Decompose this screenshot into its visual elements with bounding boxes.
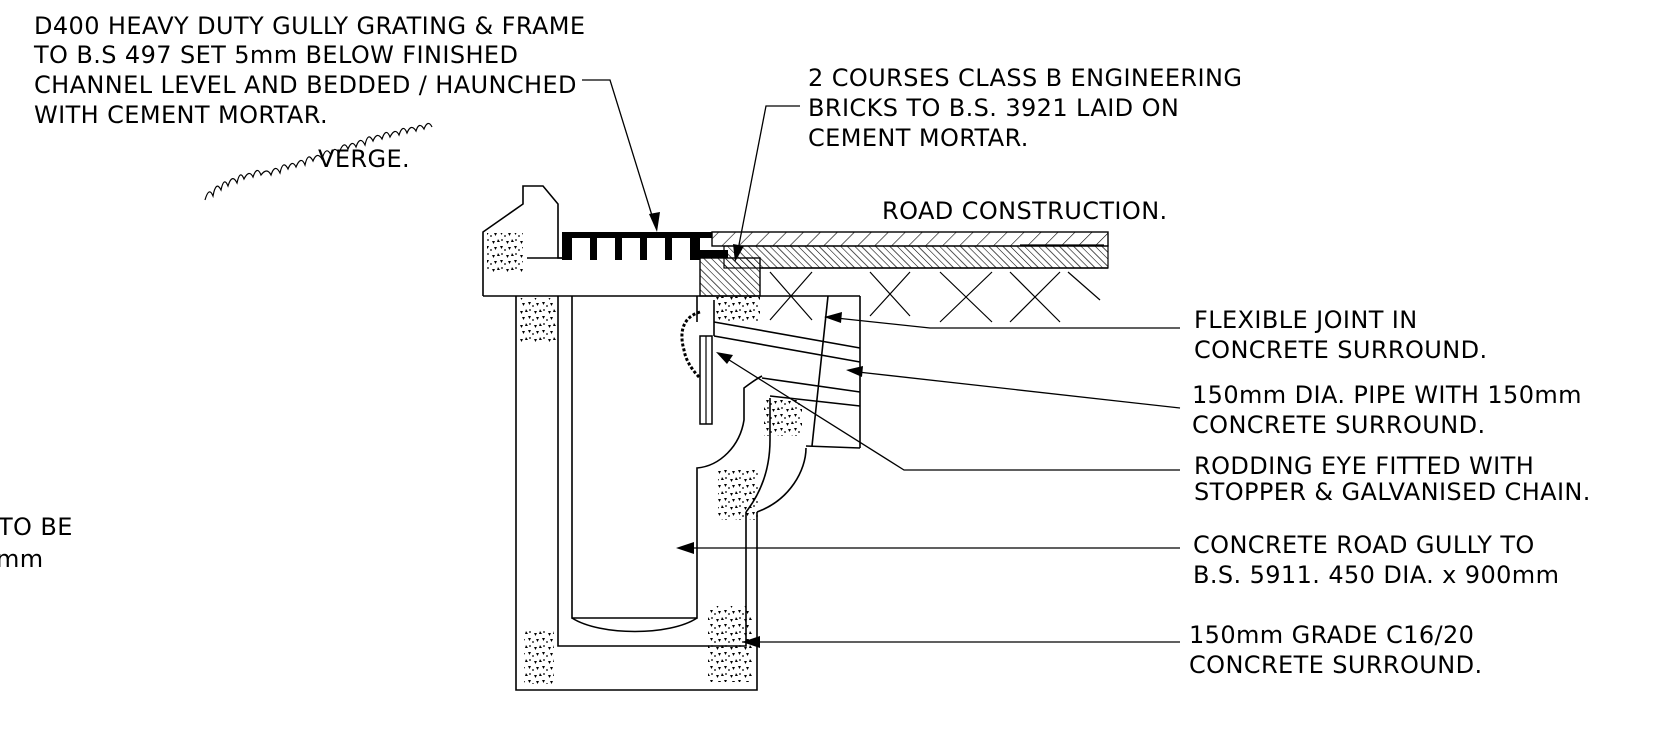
note-rodding-eye-line-2: STOPPER & GALVANISED CHAIN. <box>1194 478 1591 506</box>
surround-outer <box>515 296 758 691</box>
leader-rodding-eye <box>716 352 1180 471</box>
note-rodding-eye: RODDING EYE FITTED WITH STOPPER & GALVAN… <box>1194 452 1591 506</box>
surround-fill-bottom-left <box>524 630 554 684</box>
surround-bend-outer <box>756 447 807 513</box>
surround-fill-bottom-right <box>708 606 752 682</box>
pipe-bottom-wall <box>761 377 861 393</box>
note-grating-line-1: D400 HEAVY DUTY GULLY GRATING & FRAME <box>34 12 585 40</box>
note-rodding-eye-line-1: RODDING EYE FITTED WITH <box>1194 452 1534 480</box>
note-concrete-surround-line-1: 150mm GRADE C16/20 <box>1189 621 1474 649</box>
note-pipe-line-2: CONCRETE SURROUND. <box>1192 411 1486 439</box>
galvanised-chain <box>680 310 702 380</box>
grating-bar-1 <box>590 232 597 260</box>
note-flexible-joint: FLEXIBLE JOINT IN CONCRETE SURROUND. <box>1194 306 1488 364</box>
leader-pipe-line <box>857 371 1181 409</box>
gully-grating <box>562 232 728 260</box>
note-gully: CONCRETE ROAD GULLY TO B.S. 5911. 450 DI… <box>1193 531 1559 589</box>
surround-fill-pipe-top <box>716 296 760 322</box>
surround-fill-top-left <box>520 298 556 344</box>
leader-gully <box>676 542 1180 554</box>
gully-pot-bowl <box>571 617 698 633</box>
leader-surround-arrow <box>742 636 760 648</box>
road-surface-course <box>711 231 1109 247</box>
leader-surround <box>742 636 1180 648</box>
road-sub-base-cross-hatch <box>769 271 1101 323</box>
note-cut-off-line-2: mm <box>0 545 44 573</box>
pipe-top-surround <box>713 321 861 349</box>
grating-bar-2 <box>615 232 622 260</box>
rodding-eye <box>680 300 715 425</box>
gully-outlet-bend <box>745 398 771 513</box>
note-grating-line-4: WITH CEMENT MORTAR. <box>34 101 328 129</box>
leader-pipe-arrow <box>846 366 863 377</box>
brick-courses <box>699 257 761 297</box>
note-concrete-surround: 150mm GRADE C16/20 CONCRETE SURROUND. <box>1189 621 1483 679</box>
grating-top-bar <box>562 232 712 238</box>
leader-bricks-line <box>737 105 800 251</box>
note-grating-line-3: CHANNEL LEVEL AND BEDDED / HAUNCHED <box>34 71 577 99</box>
leader-flexible-joint-line <box>835 317 1180 329</box>
gully-pot-inner-wall <box>571 296 763 619</box>
note-cut-off-left: TO BE mm <box>0 513 73 573</box>
gully-pot <box>557 296 771 647</box>
verge-grass-line <box>204 122 433 201</box>
note-gully-line-2: B.S. 5911. 450 DIA. x 900mm <box>1193 561 1559 589</box>
note-grating: D400 HEAVY DUTY GULLY GRATING & FRAME TO… <box>33 12 585 129</box>
note-flexible-joint-line-2: CONCRETE SURROUND. <box>1194 336 1488 364</box>
note-gully-line-1: CONCRETE ROAD GULLY TO <box>1193 531 1535 559</box>
note-bricks: 2 COURSES CLASS B ENGINEERING BRICKS TO … <box>808 64 1242 152</box>
grating-frame-left <box>562 232 572 260</box>
note-pipe: 150mm DIA. PIPE WITH 150mm CONCRETE SURR… <box>1192 381 1582 439</box>
flexible-joint <box>811 295 829 447</box>
leader-rodding-eye-line <box>725 357 1180 471</box>
leader-grating-arrow <box>649 212 660 232</box>
pipe-bottom-surround <box>805 445 861 449</box>
note-concrete-surround-line-2: CONCRETE SURROUND. <box>1189 651 1483 679</box>
leader-flexible-joint <box>824 312 1180 329</box>
note-bricks-line-2: BRICKS TO B.S. 3921 LAID ON <box>808 94 1179 122</box>
concrete-surround <box>515 296 807 691</box>
kerb-concrete-haunch <box>487 233 523 273</box>
grating-bar-3 <box>640 232 647 260</box>
note-bricks-line-1: 2 COURSES CLASS B ENGINEERING <box>808 64 1242 92</box>
leader-rodding-eye-arrow <box>716 352 733 364</box>
leader-grating <box>582 79 660 232</box>
leader-gully-arrow <box>676 542 694 554</box>
grating-bar-4 <box>665 232 672 260</box>
pipe-top-wall <box>713 335 861 363</box>
note-flexible-joint-line-1: FLEXIBLE JOINT IN <box>1194 306 1418 334</box>
note-pipe-line-1: 150mm DIA. PIPE WITH 150mm <box>1192 381 1582 409</box>
grating-frame-right <box>690 232 700 260</box>
kerb-outline <box>482 185 562 296</box>
kerb-and-channel <box>482 185 860 297</box>
road-binder-course <box>723 245 1109 269</box>
pipe-bottom-inner <box>769 395 861 407</box>
note-bricks-line-3: CEMENT MORTAR. <box>808 124 1029 152</box>
note-verge: VERGE. <box>318 145 410 173</box>
note-cut-off-line-1: TO BE <box>0 513 73 541</box>
leader-grating-line <box>582 79 655 223</box>
leader-pipe <box>846 366 1181 409</box>
leader-bricks-arrow <box>733 244 744 262</box>
surround-fill-bend <box>718 470 758 520</box>
grating-frame-flange <box>700 250 728 258</box>
leader-flexible-joint-arrow <box>824 312 842 323</box>
note-grating-line-2: TO B.S 497 SET 5mm BELOW FINISHED <box>33 41 518 69</box>
gully-pot-outer-wall <box>557 296 747 647</box>
note-road-construction: ROAD CONSTRUCTION. <box>882 197 1168 225</box>
leader-bricks <box>733 105 800 262</box>
road-construction-layers <box>711 231 1109 323</box>
